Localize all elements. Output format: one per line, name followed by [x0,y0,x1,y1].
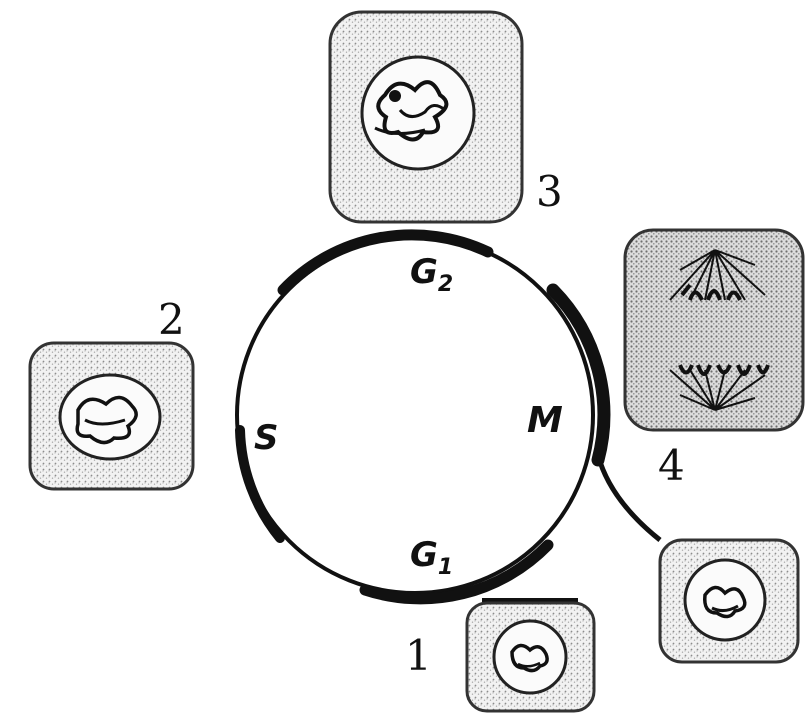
cell-number-4: 4 [658,441,685,490]
cell-number-1: 1 [405,631,432,680]
cell-panel-1: 1 [405,600,594,711]
phase-label-m: M [527,400,563,441]
cell-number-2: 2 [158,295,185,344]
cell-panel-2: 2 [30,295,193,489]
cell-panel-daughter [660,540,798,662]
phase-label-g2: G2 [410,252,453,297]
g2-arc [283,235,488,290]
phase-labels: G2 S M G1 [254,252,563,580]
cell-panel-3: 3 [330,12,563,222]
cell-panel-4: 4 [625,230,803,490]
cell-number-3: 3 [536,167,563,216]
mitosis-tail [598,455,660,540]
phase-label-g1: G1 [410,535,453,580]
phase-label-s: S [254,418,279,458]
